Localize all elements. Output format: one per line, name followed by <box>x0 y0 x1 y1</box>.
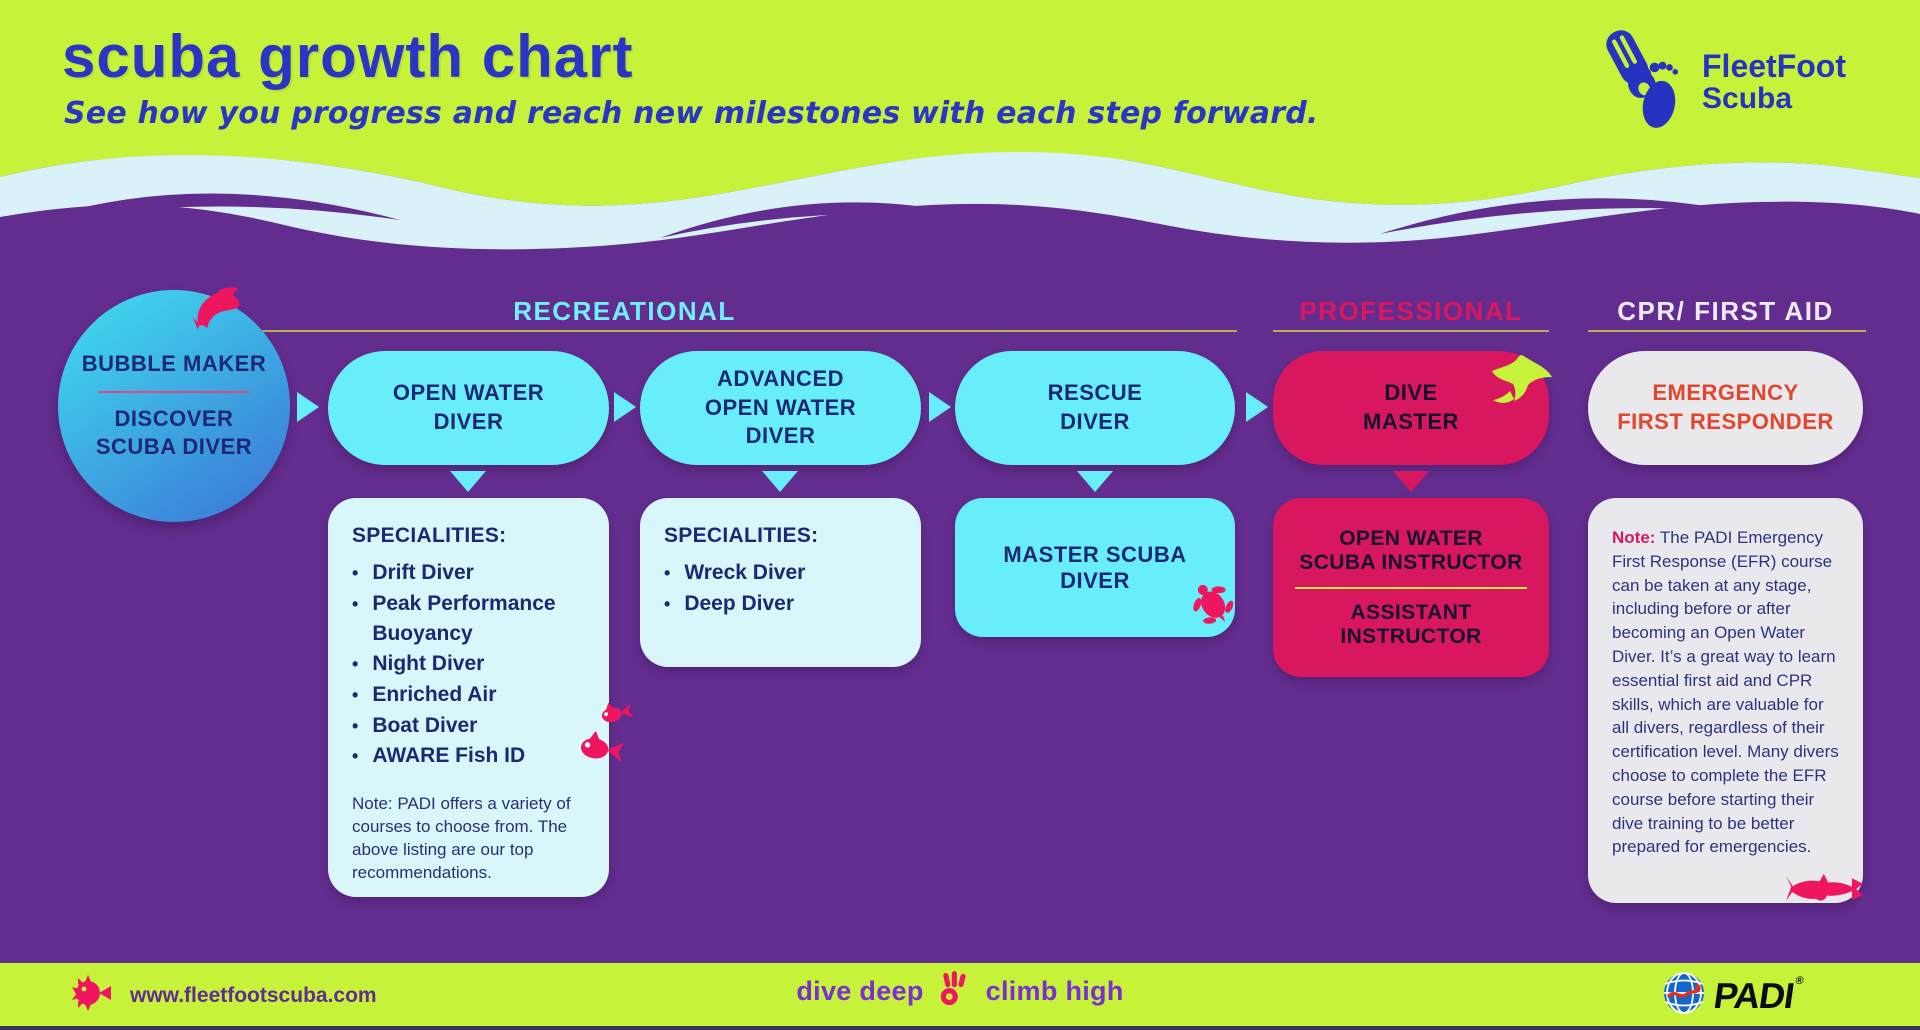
section-cpr-label: CPR/ FIRST AID <box>1617 296 1834 326</box>
footer-left: www.fleetfootscuba.com <box>70 973 377 1018</box>
discover-scuba-line1: DISCOVER <box>114 405 234 431</box>
note-text: The PADI Emergency First Response (EFR) … <box>1612 528 1839 857</box>
header-band: scuba growth chart See how you progress … <box>0 0 1920 160</box>
fish-icon <box>598 700 634 731</box>
ok-hand-icon <box>938 971 972 1012</box>
list-item: •Deep Diver <box>664 589 899 620</box>
bullet-dot: • <box>352 593 359 614</box>
list-item: •Peak Performance Buoyancy <box>352 589 587 650</box>
cpr-underline <box>1588 330 1866 332</box>
discover-scuba-line2: SCUBA DIVER <box>95 434 253 460</box>
padi-logo: PADI® <box>1662 971 1804 1020</box>
efr-line2: FIRST RESPONDER <box>1617 409 1834 434</box>
instructor-divider <box>1295 586 1527 589</box>
footer-tagline: dive deep climb high <box>796 971 1123 1012</box>
page-title: scuba growth chart <box>62 23 634 90</box>
padi-globe-icon <box>1662 971 1706 1020</box>
specialities2-heading: SPECIALITIES: <box>664 524 819 547</box>
dolphin-icon <box>192 282 250 337</box>
node-emergency-first-responder: EMERGENCY FIRST RESPONDER <box>1588 351 1863 465</box>
fin-foot-logo-icon <box>1600 22 1688 139</box>
recreational-underline <box>262 330 1237 332</box>
rescue-line1: RESCUE <box>1047 380 1143 406</box>
assistant-line1: ASSISTANT <box>1350 600 1472 624</box>
assistant-line2: INSTRUCTOR <box>1340 624 1482 648</box>
padi-wordmark: PADI® <box>1711 974 1804 1016</box>
website-link[interactable]: www.fleetfootscuba.com <box>130 983 377 1007</box>
owsi-line2: SCUBA INSTRUCTOR <box>1299 550 1523 574</box>
tagline-climb-high: climb high <box>985 976 1124 1006</box>
fleetfoot-logo: FleetFoot Scuba <box>1600 22 1846 139</box>
registered-mark: ® <box>1794 974 1804 987</box>
hammerhead-shark-icon <box>1786 870 1866 913</box>
node-rescue-diver: RESCUE DIVER <box>955 351 1235 465</box>
node-instructors: OPEN WATER SCUBA INSTRUCTOR ASSISTANT IN… <box>1273 498 1549 677</box>
bullet-dot: • <box>352 563 359 583</box>
efr-line1: EMERGENCY <box>1652 380 1799 406</box>
bullet-dot: • <box>352 746 359 767</box>
open-water-line1: OPEN WATER <box>392 380 545 406</box>
list-item: •Boat Diver <box>352 711 587 742</box>
node-advanced-open-water: ADVANCED OPEN WATER DIVER <box>640 351 921 465</box>
master-scuba-line2: DIVER <box>1060 567 1130 593</box>
pufferfish-icon <box>70 973 114 1018</box>
wave-divider <box>0 142 1920 262</box>
list-item: •Drift Diver <box>352 558 587 589</box>
bullet-dot: • <box>352 715 359 736</box>
manta-ray-icon <box>1490 350 1554 409</box>
node-open-water-diver: OPEN WATER DIVER <box>328 351 609 465</box>
turtle-icon <box>1186 578 1238 633</box>
rescue-line2: DIVER <box>1060 409 1130 434</box>
list-item: •Night Diver <box>352 649 587 680</box>
list-item: •AWARE Fish ID <box>352 741 587 772</box>
poster-bottom-edge <box>0 1026 1920 1030</box>
specialities1-note: Note: PADI offers a variety of courses t… <box>352 793 571 883</box>
advanced-line3: DIVER <box>745 423 816 449</box>
section-recreational-label: RECREATIONAL <box>513 296 736 326</box>
logo-line2: Scuba <box>1702 82 1793 116</box>
bubble-maker-label: BUBBLE MAKER <box>81 351 267 377</box>
arrow-bubble-to-openwater <box>297 392 319 422</box>
efr-note-paragraph: Note: The PADI Emergency First Response … <box>1612 526 1839 859</box>
arrow-rescue-to-divemaster <box>1246 392 1268 422</box>
section-professional-label: PROFESSIONAL <box>1299 296 1523 326</box>
owsi-line1: OPEN WATER <box>1339 526 1483 550</box>
page-subtitle: See how you progress and reach new miles… <box>64 96 1319 131</box>
arrow-rescue-down <box>1077 471 1113 492</box>
logo-line1: FleetFoot <box>1702 48 1846 84</box>
list-item: •Wreck Diver <box>664 558 899 589</box>
arrow-openwater-down <box>450 471 486 492</box>
bullet-dot: • <box>352 654 359 675</box>
fish-icon <box>576 730 626 771</box>
bullet-dot: • <box>352 685 359 706</box>
node-bubble-maker: BUBBLE MAKER DISCOVER SCUBA DIVER <box>58 290 290 522</box>
tagline-dive-deep: dive deep <box>796 976 924 1006</box>
logo-wordmark: FleetFoot Scuba <box>1702 48 1846 116</box>
advanced-line2: OPEN WATER <box>704 394 857 420</box>
arrow-advanced-to-rescue <box>929 392 951 422</box>
circle-divider <box>99 390 249 393</box>
bullet-dot: • <box>664 593 671 614</box>
specialities1-heading: SPECIALITIES: <box>352 524 507 547</box>
specialities-card-advanced: SPECIALITIES: •Wreck Diver •Deep Diver <box>640 498 921 667</box>
open-water-line2: DIVER <box>433 409 504 434</box>
bullet-dot: • <box>664 563 671 583</box>
specialities-card-open-water: SPECIALITIES: •Drift Diver •Peak Perform… <box>328 498 609 897</box>
efr-note-card: Note: The PADI Emergency First Response … <box>1588 498 1863 903</box>
footer-band: www.fleetfootscuba.com dive deep climb h… <box>0 963 1920 1026</box>
note-label: Note: <box>1612 528 1656 547</box>
arrow-advanced-down <box>762 471 798 492</box>
professional-underline <box>1273 330 1549 332</box>
list-item: •Enriched Air <box>352 680 587 711</box>
master-scuba-line1: MASTER SCUBA <box>1003 541 1187 567</box>
dive-master-line2: MASTER <box>1363 409 1459 434</box>
dive-master-line1: DIVE <box>1384 380 1438 406</box>
arrow-divemaster-down <box>1393 471 1429 492</box>
node-master-scuba-diver: MASTER SCUBA DIVER <box>955 498 1235 637</box>
advanced-line1: ADVANCED <box>716 366 845 392</box>
arrow-openwater-to-advanced <box>614 392 636 422</box>
